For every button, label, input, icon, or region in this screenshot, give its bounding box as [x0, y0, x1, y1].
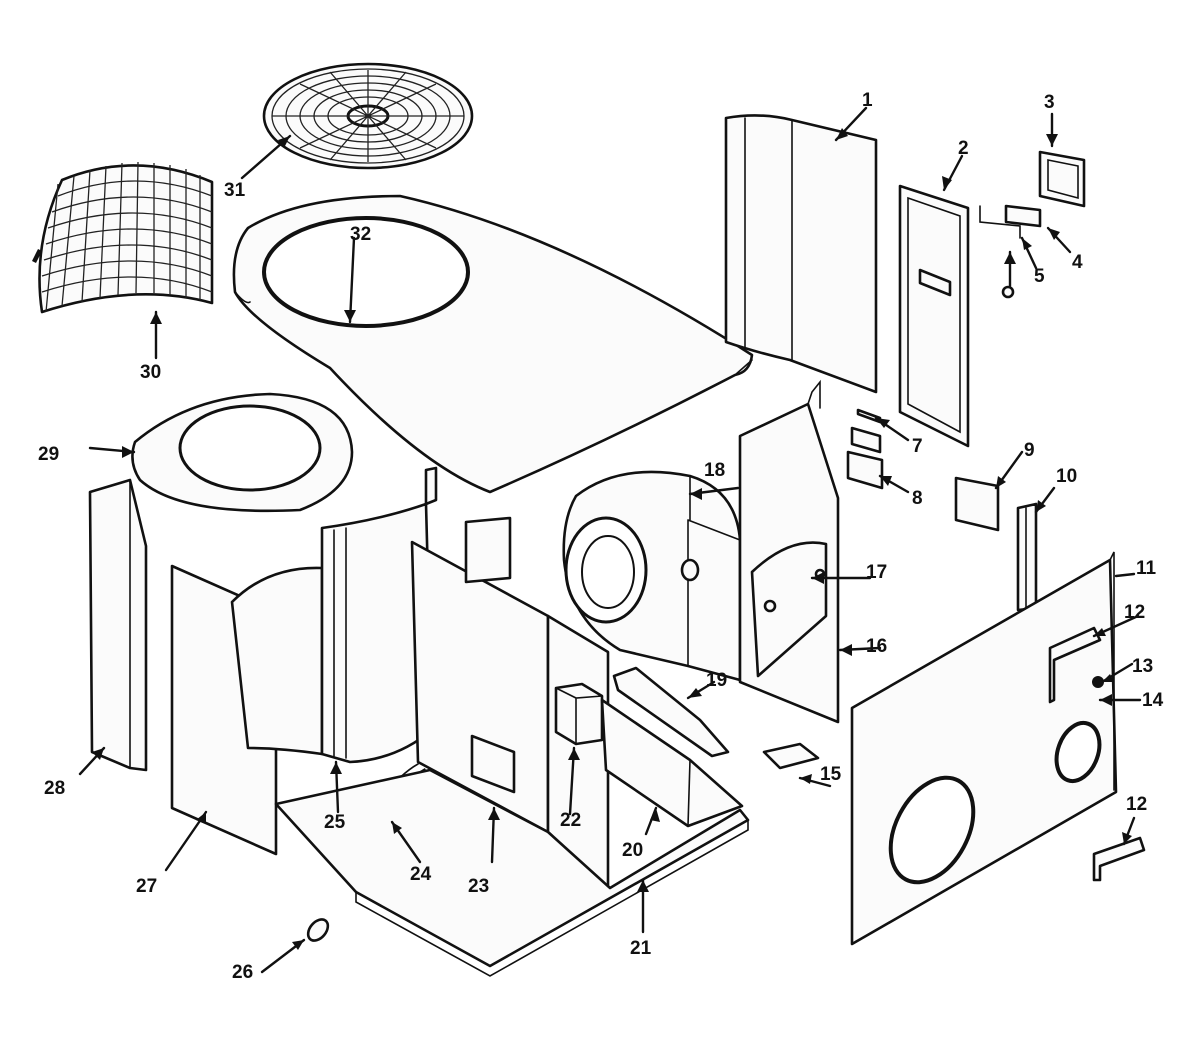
corner-panel-1 — [724, 114, 878, 394]
bracket-8 — [846, 426, 884, 490]
label-10: 10 — [1056, 466, 1077, 487]
label-18: 18 — [704, 460, 725, 481]
label-19: 19 — [706, 670, 727, 691]
fan-shroud-29 — [131, 392, 354, 513]
plate-9 — [954, 476, 1000, 532]
label-26: 26 — [232, 962, 253, 983]
top-panel-32 — [232, 194, 754, 494]
label-29: 29 — [38, 444, 59, 465]
rail-19 — [612, 666, 730, 758]
label-27: 27 — [136, 876, 157, 897]
label-1: 1 — [862, 90, 873, 111]
side-panel-28 — [88, 478, 148, 772]
label-30: 30 — [140, 362, 161, 383]
label-25: 25 — [324, 812, 346, 833]
label-4: 4 — [1072, 252, 1083, 273]
control-22 — [554, 682, 604, 746]
label-28: 28 — [44, 778, 65, 799]
rail-20 — [600, 698, 744, 828]
label-20: 20 — [622, 840, 643, 861]
end-panel-11 — [850, 551, 1118, 946]
label-8: 8 — [912, 488, 923, 509]
bracket-4 — [1004, 204, 1042, 228]
label-12a: 12 — [1124, 602, 1145, 623]
label-14: 14 — [1142, 690, 1164, 711]
fitting-26 — [306, 918, 330, 942]
label-21: 21 — [630, 938, 652, 959]
label-7: 7 — [912, 436, 923, 457]
clip-15 — [762, 742, 820, 770]
label-3: 3 — [1044, 92, 1055, 113]
label-13: 13 — [1132, 656, 1153, 677]
coil-grille-30 — [31, 161, 214, 314]
label-9: 9 — [1024, 440, 1035, 461]
label-24: 24 — [410, 864, 432, 885]
label-2: 2 — [958, 138, 969, 159]
part-labels: 1 2 3 4 5 7 8 9 10 11 12 12 13 14 15 16 … — [38, 90, 1164, 983]
arrowheads — [92, 128, 1132, 950]
channel-10 — [1016, 502, 1038, 612]
partition-panel-23 — [410, 516, 610, 890]
label-11: 11 — [1136, 558, 1157, 579]
label-17: 17 — [866, 562, 887, 583]
strip-7 — [856, 408, 882, 424]
label-32: 32 — [350, 224, 371, 245]
control-box-3 — [1038, 150, 1086, 208]
label-23: 23 — [468, 876, 489, 897]
base-pan-21 — [274, 768, 750, 977]
bracket-5 — [979, 205, 1021, 299]
condenser-coil-25 — [230, 466, 438, 764]
label-16: 16 — [866, 636, 887, 657]
blower-18 — [562, 470, 742, 682]
label-12b: 12 — [1126, 794, 1147, 815]
label-15: 15 — [820, 764, 842, 785]
handle-12b — [1092, 836, 1146, 882]
access-door-2 — [898, 184, 970, 448]
label-5: 5 — [1034, 266, 1045, 287]
handle-12a — [1048, 626, 1102, 704]
label-22: 22 — [560, 810, 581, 831]
label-31: 31 — [224, 180, 246, 201]
plug-13 — [1092, 676, 1104, 688]
fan-guard-31 — [262, 62, 474, 170]
